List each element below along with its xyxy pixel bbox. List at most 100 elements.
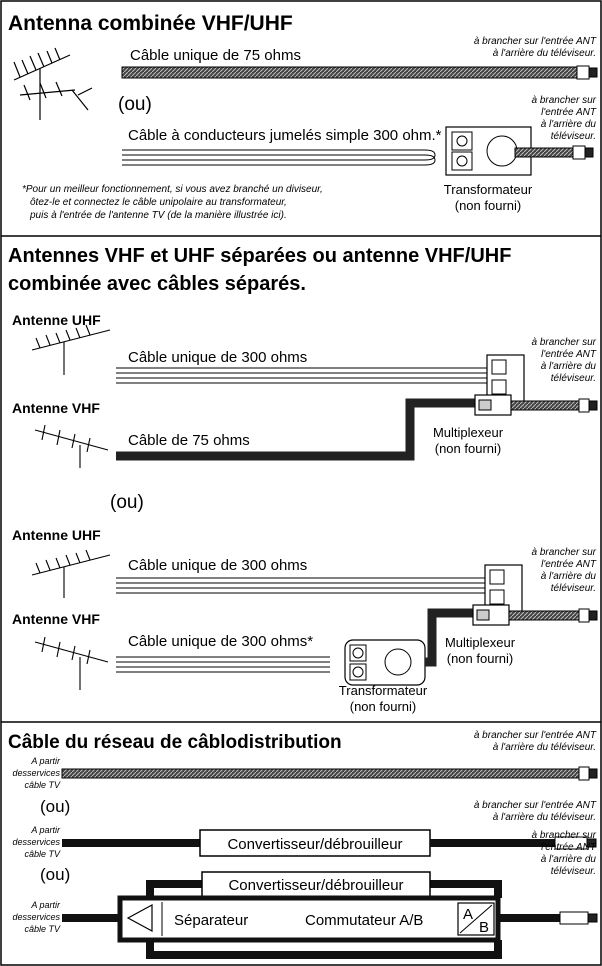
source-l3: câble TV [24,849,61,859]
cable-300-label: Câble à conducteurs jumelés simple 300 o… [128,127,442,144]
ant-note-l3: à l'arrière du [541,361,597,372]
cable-300-label: Câble unique de 300 ohms [128,349,307,366]
ant-note-l1: à brancher sur [532,547,597,558]
ou-label: (ou) [118,94,152,115]
source-l2: desservices [12,912,60,922]
coax-cable [61,768,580,779]
f-connector-icon [578,766,598,781]
cable-300-star-label: Câble unique de 300 ohms* [128,633,313,650]
splitter-label: Séparateur [174,912,248,929]
switch-label: Commutateur A/B [305,912,423,929]
multiplexer-icon [472,564,523,626]
f-connector-icon [578,398,598,413]
ant-note-l3: à l'arrière du [541,571,597,582]
ant-note-l4: téléviseur. [551,373,596,384]
vhf-antenna-icon [34,424,109,468]
ant-note-line1: à brancher sur l'entrée ANT [474,36,597,47]
multiplexer-icon [474,354,525,416]
transformer-note: (non fourni) [350,699,416,714]
multiplexer-note: (non fourni) [447,651,513,666]
converter-label: Convertisseur/débrouilleur [228,877,403,894]
twin-lead-cable-300 [116,577,485,594]
combo-antenna-icon [13,47,93,120]
ant-note4-l3: à l'arrière du [541,854,597,865]
source-l2: desservices [12,768,60,778]
source-l2: desservices [12,837,60,847]
ant-note2-l3: à l'arrière du [541,119,597,130]
ant-note4-l2: l'entrée ANT [541,842,597,853]
splitter-icon [126,903,153,933]
source-l1: A partir [30,825,61,835]
ou-label: (ou) [110,492,144,513]
f-connector-icon [554,836,597,850]
converter-box [201,871,431,898]
transformer-note: (non fourni) [455,198,521,213]
twin-lead-cable-300 [116,656,330,673]
ant-note-l2: l'entrée ANT [541,349,597,360]
cable-75-label: Câble de 75 ohms [128,432,250,449]
ant-note-line1: à brancher sur l'entrée ANT [474,800,597,811]
switch-b-label: B [479,919,489,936]
multiplexer-note: (non fourni) [435,441,501,456]
multiplexer-label: Multiplexeur [445,635,516,650]
ant-note2-l2: l'entrée ANT [541,107,597,118]
multiplexer-label: Multiplexeur [433,425,504,440]
ant-note2-l1: à brancher sur [532,95,597,106]
ant-note-line2: à l'arrière du téléviseur. [493,48,596,59]
ant-note2-l4: téléviseur. [551,131,596,142]
ant-note-line2: à l'arrière du téléviseur. [493,812,596,823]
vhf-antenna-icon [34,636,109,690]
ant-vhf-label: Antenne VHF [12,400,100,416]
cable-300-label: Câble unique de 300 ohms [128,557,307,574]
uhf-antenna-icon [31,324,111,375]
switch-a-label: A [463,906,473,923]
cable-75-label: Câble unique de 75 ohms [130,47,301,64]
converter-box [199,829,431,857]
transformer-label: Transformateur [339,683,428,698]
ant-vhf-label: Antenne VHF [12,611,100,627]
coax-cable [510,400,580,411]
coax-cable [514,147,574,158]
ant-note-l2: l'entrée ANT [541,559,597,570]
ant-note4-l1: à brancher sur [532,830,597,841]
uhf-antenna-icon [31,549,111,598]
twin-lead-cable-300 [116,367,487,384]
coax-cable [425,608,480,667]
source-l1: A partir [30,900,61,910]
section3-title: Câble du réseau de câblodistribution [8,732,342,753]
transformer-label: Transformateur [444,182,533,197]
f-connector-icon [578,608,598,623]
footnote-l2: ôtez-le et connectez le câble unipolaire… [30,197,287,208]
ou-label: (ou) [40,797,70,816]
source-l1: A partir [30,756,61,766]
f-connector-icon [572,145,594,160]
coax-cable-loop [146,880,502,898]
ant-uhf-label: Antenne UHF [12,527,101,543]
ant-note-line2: à l'arrière du téléviseur. [493,742,596,753]
ant-note4-l4: téléviseur. [551,866,596,877]
converter-label: Convertisseur/débrouilleur [227,836,402,853]
coax-cable-loop [146,940,502,959]
section1-title: Antenna combinée VHF/UHF [8,12,293,35]
ant-note-l4: téléviseur. [551,583,596,594]
coax-cable [508,610,580,621]
section2-title-l1: Antennes VHF et UHF séparées ou antenne … [8,245,511,267]
coax-cable-75 [116,398,480,461]
transformer-icon [344,639,426,686]
ant-note-l1: à brancher sur [532,337,597,348]
f-connector-icon [576,65,598,80]
ant-note-line1: à brancher sur l'entrée ANT [474,730,597,741]
source-l3: câble TV [24,924,61,934]
source-l3: câble TV [24,780,61,790]
ant-uhf-label: Antenne UHF [12,312,101,328]
footnote-l1: *Pour un meilleur fonctionnement, si vou… [22,184,323,195]
twin-lead-cable-300 [122,149,425,166]
footnote-l3: puis à l'entrée de l'antenne TV (de la m… [29,210,287,221]
ab-switch-icon [457,902,495,936]
section2-title-l2: combinée avec câbles séparés. [8,273,306,295]
ou-label: (ou) [40,865,70,884]
f-connector-icon [559,911,598,925]
coax-cable-75 [121,66,578,79]
